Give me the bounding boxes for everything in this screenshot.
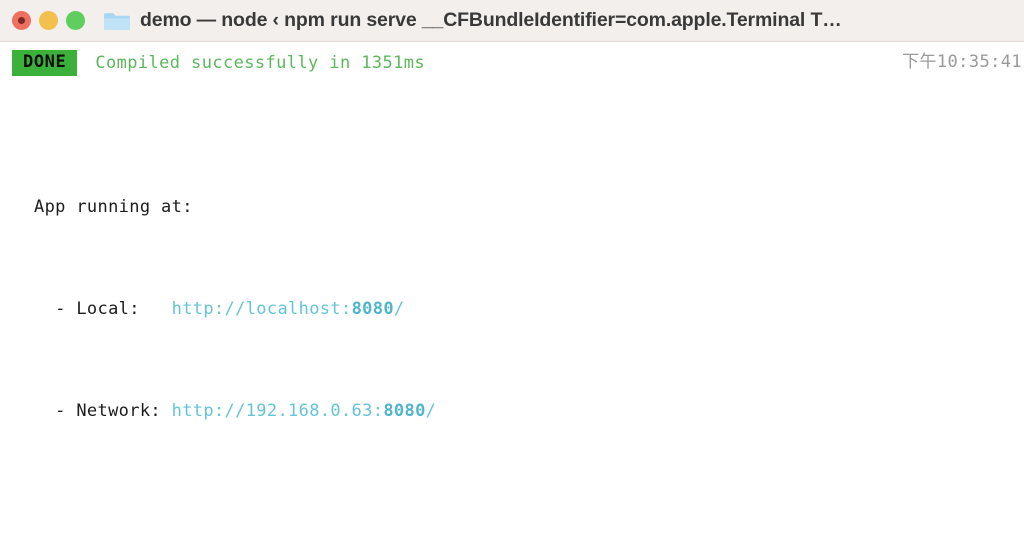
output-spacer [34, 501, 1024, 527]
local-url-port: 8080 [351, 298, 394, 319]
network-label: - Network: [34, 400, 172, 421]
close-button[interactable] [12, 11, 31, 30]
network-url-port: 8080 [383, 400, 426, 421]
timestamp: 下午10:35:41 [902, 52, 1022, 72]
network-url[interactable]: http://192.168.0.63:8080/ [172, 401, 437, 421]
local-url-suffix: / [393, 298, 405, 319]
network-url-prefix: http://192.168.0.63: [171, 400, 384, 421]
window-title: demo — node ‹ npm run serve __CFBundleId… [140, 9, 842, 31]
folder-icon [104, 10, 130, 31]
local-address-line: - Local: http://localhost:8080/ [34, 297, 1024, 323]
status-badge: DONE [12, 50, 78, 76]
output-block: App running at: - Local: http://localhos… [0, 118, 1024, 544]
local-label: - Local: [34, 298, 172, 319]
minimize-button[interactable] [39, 11, 58, 30]
local-url-prefix: http://localhost: [171, 298, 352, 319]
terminal-content[interactable]: DONE Compiled successfully in 1351ms 下午1… [0, 42, 1024, 544]
maximize-button[interactable] [66, 11, 85, 30]
status-line: DONE Compiled successfully in 1351ms 下午1… [0, 42, 1024, 76]
network-url-suffix: / [425, 400, 437, 421]
status-message: Compiled successfully in 1351ms [95, 52, 426, 73]
network-address-line: - Network: http://192.168.0.63:8080/ [34, 399, 1024, 425]
output-heading: App running at: [34, 196, 193, 217]
title-bar: demo — node ‹ npm run serve __CFBundleId… [0, 0, 1024, 42]
window-controls [12, 11, 85, 30]
local-url[interactable]: http://localhost:8080/ [172, 299, 405, 319]
